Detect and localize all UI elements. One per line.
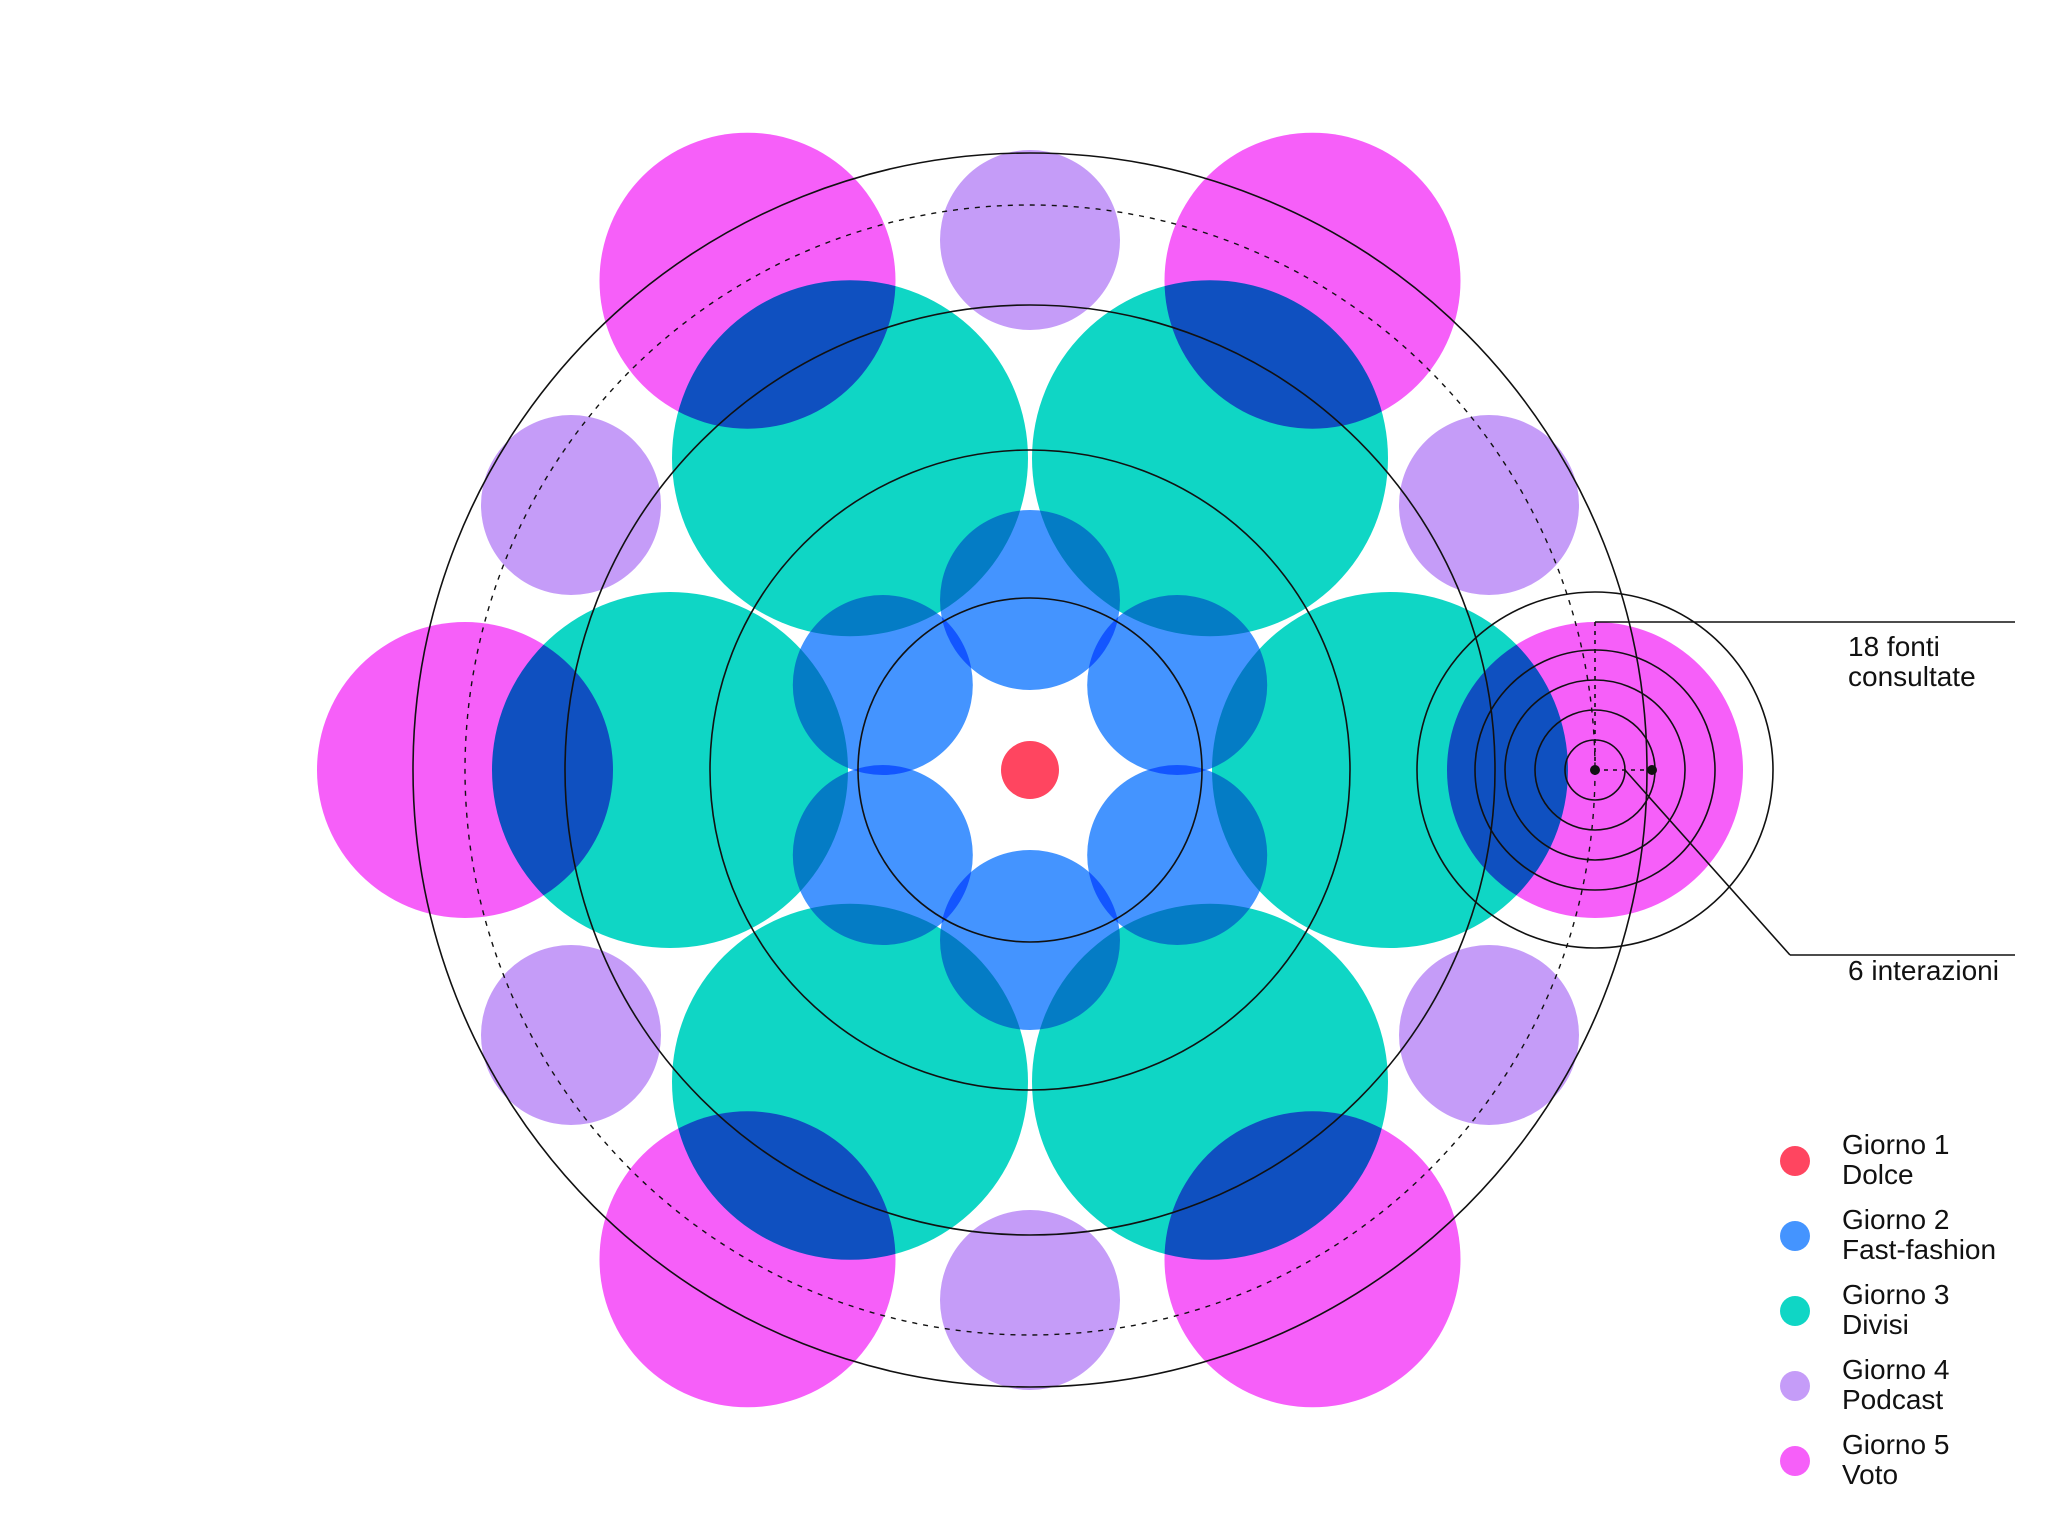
giorno2-circle: [792, 765, 973, 945]
guide-ring: [564, 304, 1496, 1236]
giorno4-circle: [481, 415, 661, 595]
legend-day: Giorno 2: [1842, 1204, 1950, 1235]
giorno5-swatch: [1780, 1446, 1810, 1476]
giorno4-circle: [940, 1210, 1120, 1390]
callout-detail: [1416, 591, 2015, 956]
callout-leader-diagonal: [1624, 769, 1791, 956]
giorno4-swatch: [1780, 1371, 1810, 1401]
giorno5-circle: [1164, 1111, 1461, 1408]
giorno1-circle: [1001, 741, 1059, 799]
guide-ring: [857, 597, 1203, 943]
giorno5-circle: [1164, 132, 1461, 429]
day-circles: [317, 132, 1743, 1408]
giorno4-circle: [481, 945, 661, 1125]
legend-topic: Divisi: [1842, 1309, 1909, 1340]
giorno5-circle: [599, 1111, 896, 1408]
giorno2-circle: [940, 850, 1120, 1030]
giorno2-circle: [940, 510, 1120, 690]
giorno2-swatch: [1780, 1221, 1810, 1251]
legend-day: Giorno 5: [1842, 1429, 1950, 1460]
giorno4-circle: [1399, 415, 1579, 595]
giorno2-circle: [792, 595, 973, 775]
giorno1-swatch: [1780, 1146, 1810, 1176]
interactions-label: 6 interazioni: [1848, 955, 1999, 986]
legend-topic: Dolce: [1842, 1159, 1914, 1190]
giorno3-swatch: [1780, 1296, 1810, 1326]
legend-day: Giorno 3: [1842, 1279, 1950, 1310]
legend-topic: Fast-fashion: [1842, 1234, 1997, 1265]
legend-day: Giorno 4: [1842, 1354, 1950, 1385]
giorno2-circle: [1087, 765, 1268, 945]
giorno2-circle: [1087, 595, 1268, 775]
callout-ring: [1416, 591, 1774, 949]
legend-topic: Podcast: [1842, 1384, 1944, 1415]
legend-day: Giorno 1: [1842, 1129, 1950, 1160]
callout-center-dot: [1590, 765, 1600, 775]
guide-ring: [709, 449, 1351, 1091]
giorno4-circle: [940, 150, 1120, 330]
callout-edge-dot: [1647, 765, 1657, 775]
giorno4-circle: [1399, 945, 1579, 1125]
legend-topic: Voto: [1842, 1459, 1899, 1490]
sources-label: 18 fonti consultate: [1848, 631, 1976, 692]
